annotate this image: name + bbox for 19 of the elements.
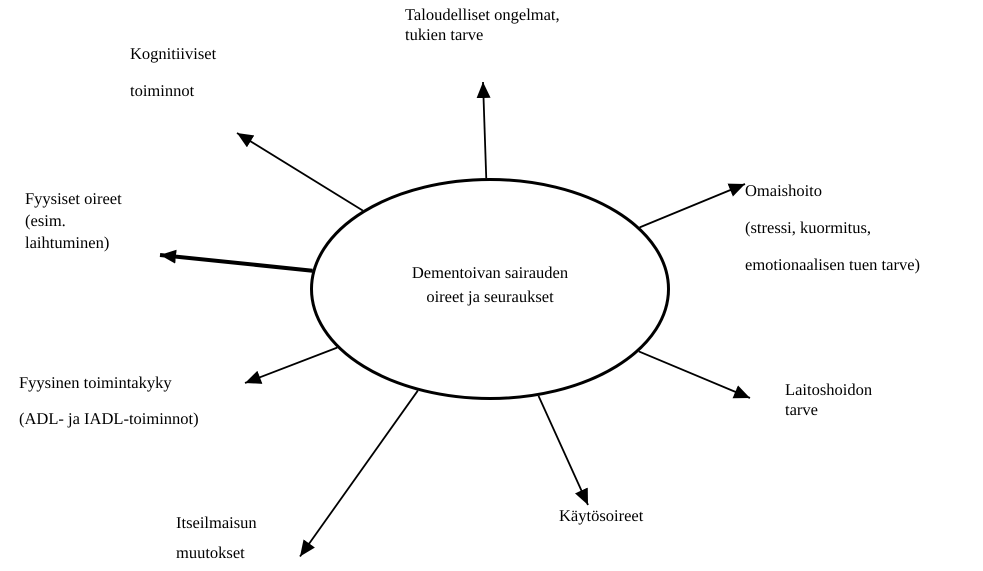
arrow	[236, 132, 364, 212]
node-label: Fyysiset oireet (esim. laihtuminen)	[25, 188, 123, 254]
node-label: Laitoshoidon tarve	[785, 380, 874, 420]
node-label: Omaishoito	[745, 180, 823, 202]
node-label: Itseilmaisun muutokset	[176, 512, 258, 564]
node-label: (ADL- ja IADL-toiminnot)	[19, 408, 200, 430]
node-label: Kognitiiviset toiminnot	[130, 43, 218, 102]
node-label: Dementoivan sairauden oireet ja seuraukset	[410, 262, 570, 308]
node-label: Käytösoireet	[559, 505, 644, 527]
node-label: Taloudelliset ongelmat, tukien tarve	[405, 5, 561, 45]
node-label: Fyysinen toimintakyky	[19, 372, 173, 394]
arrow	[299, 390, 419, 558]
arrow	[638, 350, 750, 399]
arrow	[160, 250, 313, 273]
arrow	[639, 183, 746, 228]
arrow	[476, 82, 491, 178]
arrow	[538, 396, 589, 506]
arrow	[244, 346, 338, 384]
node-label: (stressi, kuormitus, emotionaalisen tuen tarve)	[745, 217, 922, 276]
